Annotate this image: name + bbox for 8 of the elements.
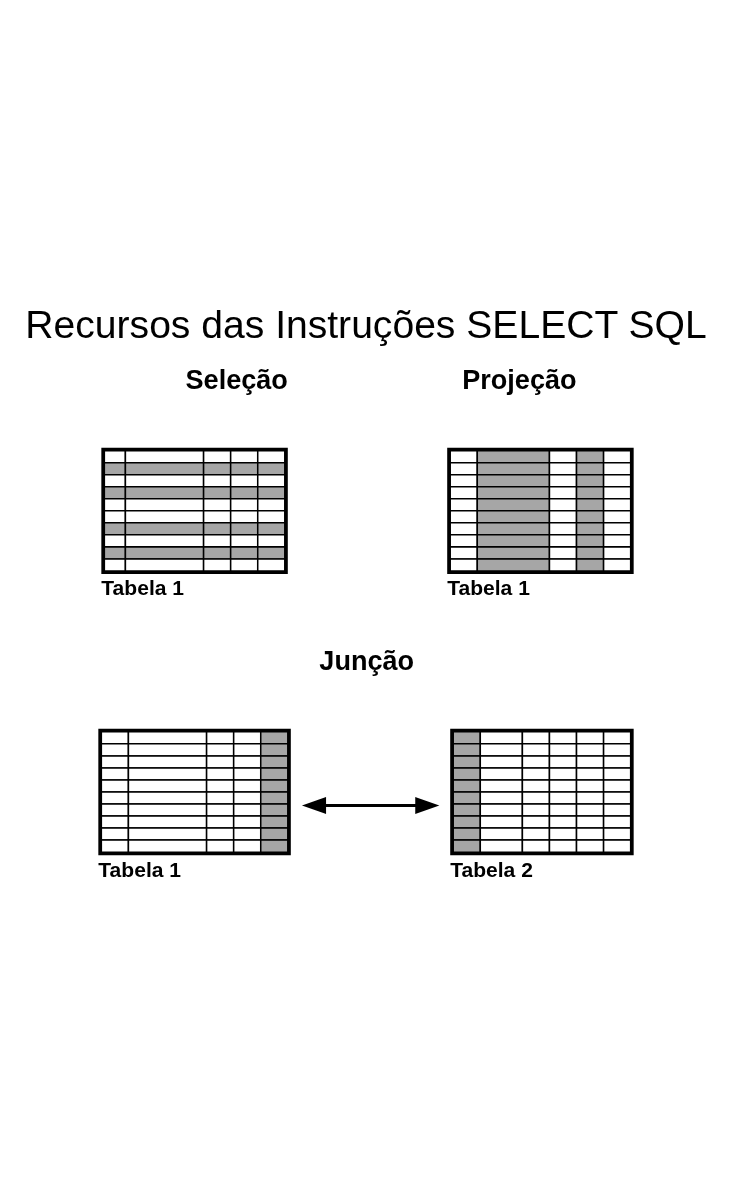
node-label: Tabela 1 — [98, 857, 182, 881]
label: Seleção — [185, 364, 288, 395]
node-label: Tabela 2 — [450, 857, 533, 881]
diagram-title: Recursos das Instruções SELECT SQL — [25, 303, 707, 347]
node-label: Tabela 1 — [101, 576, 185, 600]
label: Projeção — [462, 364, 577, 395]
label: Junção — [319, 646, 415, 677]
node-label: Tabela 1 — [447, 576, 530, 600]
